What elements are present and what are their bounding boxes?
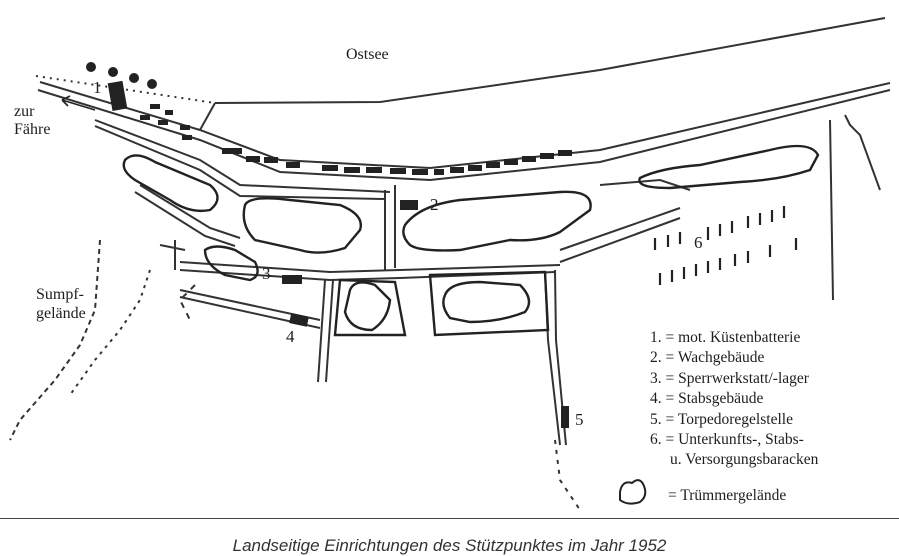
- marker-6: 6: [694, 233, 703, 252]
- marker-4: 4: [286, 327, 295, 346]
- legend-item: 3. = Sperrwerkstatt/-lager: [650, 369, 809, 387]
- rubble-area: [203, 245, 259, 282]
- battery-building: [107, 80, 128, 112]
- coastline: [214, 17, 886, 104]
- legend-item: 4. = Stabsgebäude: [650, 390, 764, 408]
- legend-item: u. Versorgungsbaracken: [670, 451, 819, 469]
- rubble-symbol-icon: [619, 479, 647, 505]
- ferry-arrow-icon: [61, 95, 96, 111]
- legend-rubble-label: = Trümmergelände: [668, 487, 787, 504]
- legend-item: 1. = mot. Küstenbatterie: [650, 329, 801, 346]
- marker-3: 3: [262, 264, 271, 283]
- swamp-label-line2: gelände: [36, 305, 86, 322]
- torpedo-station: [561, 406, 569, 428]
- legend-item: 6. = Unterkunfts-, Stabs-: [650, 431, 804, 449]
- guard-building: [400, 200, 418, 210]
- shore-road: [39, 81, 891, 170]
- staff-building: [289, 313, 309, 327]
- marker-5: 5: [575, 410, 584, 429]
- legend-item: 5. = Torpedoregelstelle: [650, 410, 793, 428]
- marker-2: 2: [430, 195, 439, 214]
- map-legend: 1. = mot. Küstenbatterie 2. = Wachgebäud…: [650, 328, 818, 471]
- rubble-area: [122, 154, 219, 213]
- swamp-label-line1: Sumpf-: [36, 286, 84, 303]
- caption-divider: [0, 518, 899, 519]
- rubble-area: [402, 190, 592, 252]
- rubble-area: [442, 280, 531, 324]
- rubble-area: [343, 281, 392, 332]
- workshop-building: [282, 275, 302, 284]
- barracks-group-6: [653, 206, 798, 285]
- legend-item: 2. = Wachgebäude: [650, 349, 765, 367]
- map-caption: Landseitige Einrichtungen des Stützpunkt…: [232, 536, 667, 555]
- rubble-area: [638, 144, 820, 190]
- sea-label: Ostsee: [346, 46, 389, 63]
- ferry-label-line2: Fähre: [14, 121, 51, 138]
- marker-1: 1: [93, 78, 102, 97]
- rubble-area: [242, 197, 362, 254]
- ferry-label-line1: zur: [14, 103, 35, 120]
